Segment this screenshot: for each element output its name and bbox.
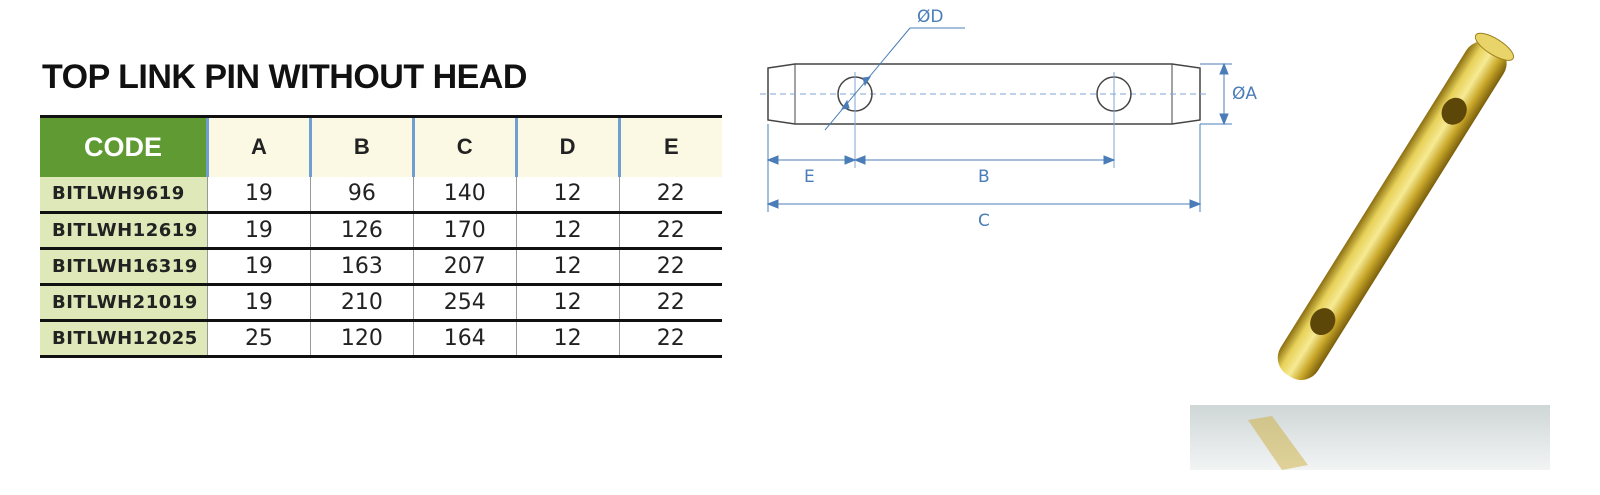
cell-e: 22 (618, 176, 722, 214)
cell-e: 22 (618, 212, 722, 250)
cell-a: 19 (207, 176, 311, 214)
cell-d: 12 (515, 248, 620, 286)
cell-d: 12 (515, 320, 620, 358)
cell-e: 22 (618, 248, 722, 286)
cell-d: 12 (515, 212, 620, 250)
product-photo (1190, 32, 1550, 470)
label-dim-c: C (978, 211, 990, 231)
code-cell: BITLWH12619 (40, 212, 208, 250)
cell-c: 140 (412, 176, 517, 214)
floor-reflection (1190, 405, 1550, 470)
page-title: TOP LINK PIN WITHOUT HEAD (42, 58, 527, 96)
table-row: BITLWH16319 19 163 207 12 22 (40, 248, 722, 286)
table-header-row: CODE A B C D E (40, 115, 722, 177)
table-row: BITLWH21019 19 210 254 12 22 (40, 284, 722, 322)
label-dim-e: E (804, 167, 815, 187)
header-e: E (617, 115, 722, 177)
cell-d: 12 (515, 284, 620, 322)
code-cell: BITLWH9619 (40, 176, 208, 214)
cell-c: 254 (412, 284, 517, 322)
technical-drawing: ØD ØA E B C (760, 7, 1257, 231)
table-row: BITLWH12619 19 126 170 12 22 (40, 212, 722, 250)
dim-c-line (766, 199, 1202, 209)
header-a: A (206, 115, 311, 177)
code-cell: BITLWH16319 (40, 248, 208, 286)
header-c: C (411, 115, 517, 177)
dim-e-line (766, 155, 857, 165)
table-row: BITLWH12025 25 120 164 12 22 (40, 320, 722, 358)
pin-hole-top (1441, 97, 1467, 125)
diameter-a-dim (1200, 62, 1232, 126)
cell-a: 19 (207, 284, 311, 322)
extension-lines (767, 124, 1201, 212)
cell-b: 126 (309, 212, 414, 250)
label-diameter-a: ØA (1232, 84, 1257, 104)
dim-b-line (853, 155, 1116, 165)
cell-c: 164 (412, 320, 517, 358)
cell-b: 120 (309, 320, 414, 358)
cell-a: 19 (207, 248, 311, 286)
header-d: D (514, 115, 620, 177)
cell-b: 96 (309, 176, 414, 214)
cell-a: 25 (207, 320, 311, 358)
header-code: CODE (40, 115, 208, 177)
label-dim-b: B (978, 167, 990, 187)
cell-d: 12 (515, 176, 620, 214)
pin-hole-bottom (1310, 308, 1336, 336)
table-row: BITLWH9619 19 96 140 12 22 (40, 176, 722, 214)
spec-table: CODE A B C D E BITLWH9619 19 96 140 12 2… (40, 115, 722, 358)
cell-c: 207 (412, 248, 517, 286)
cell-b: 210 (309, 284, 414, 322)
code-cell: BITLWH21019 (40, 284, 208, 322)
brass-pin (1277, 32, 1515, 380)
header-b: B (308, 115, 414, 177)
diameter-d-leader (824, 27, 965, 131)
cell-c: 170 (412, 212, 517, 250)
cell-e: 22 (618, 320, 722, 358)
code-cell: BITLWH12025 (40, 320, 208, 358)
pin-reflection (1248, 416, 1308, 470)
cell-a: 19 (207, 212, 311, 250)
cell-e: 22 (618, 284, 722, 322)
cell-b: 163 (309, 248, 414, 286)
label-diameter-d: ØD (917, 7, 943, 27)
